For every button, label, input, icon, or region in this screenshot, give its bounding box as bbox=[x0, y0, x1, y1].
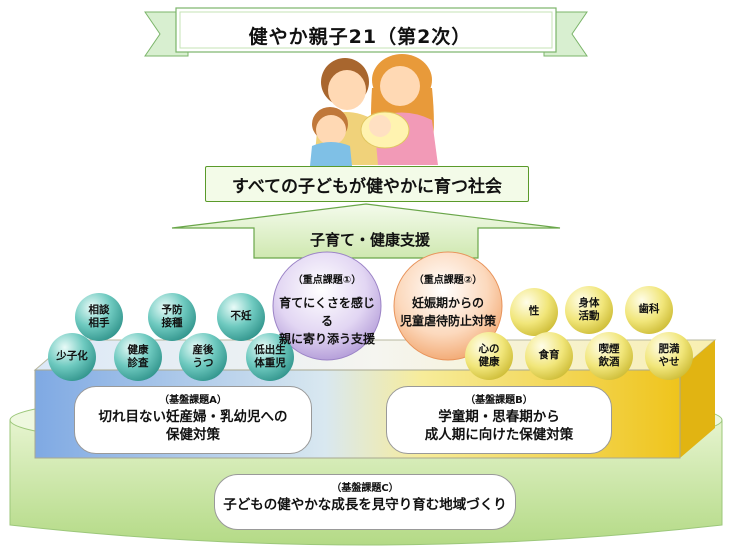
ball-label-line: 健康 bbox=[127, 344, 149, 356]
title: 健やか親子21（第2次） bbox=[248, 26, 472, 48]
basis-b-line2: 成人期に向けた保健対策 bbox=[424, 427, 574, 443]
goal-text: すべての子どもが健やかに育つ社会 bbox=[231, 176, 503, 197]
priority-1-circle bbox=[272, 251, 382, 361]
ball-label-line: 歯科 bbox=[638, 303, 660, 315]
ball-kitsuen bbox=[585, 332, 633, 380]
ball-label-line: 低出生 bbox=[254, 344, 286, 356]
ball-sei bbox=[510, 288, 558, 336]
priority-2-line1: 妊娠期からの bbox=[411, 296, 484, 310]
ball-label-shokuiku: 食育 bbox=[524, 349, 574, 362]
ball-label-line: 性 bbox=[528, 305, 540, 317]
ball-label-line: 少子化 bbox=[56, 350, 88, 362]
basis-a-line2: 保健対策 bbox=[166, 427, 220, 443]
ball-label-line: 相談 bbox=[88, 304, 110, 316]
priority-2-circle bbox=[393, 251, 503, 361]
priority-1-line1: 育てにくさを感じる bbox=[279, 296, 375, 328]
ball-label-shoushika: 少子化 bbox=[47, 350, 97, 363]
ball-label-line: やせ bbox=[658, 356, 680, 368]
ball-label-kokoro: 心の 健康 bbox=[464, 343, 514, 369]
ball-label-line: うつ bbox=[192, 357, 214, 369]
ball-label-line: 喫煙 bbox=[598, 343, 620, 355]
ball-label-line: 身体 bbox=[578, 297, 600, 309]
basis-b-box: （基盤課題B） 学童期・思春期から 成人期に向けた保健対策 bbox=[386, 386, 612, 454]
goal-box: すべての子どもが健やかに育つ社会 bbox=[205, 166, 529, 202]
ball-label-sango-utsu: 産後 うつ bbox=[178, 344, 228, 370]
ball-label-line: 体重児 bbox=[254, 357, 286, 369]
ball-label-line: 肥満 bbox=[658, 343, 680, 355]
ball-label-line: 診査 bbox=[127, 357, 149, 369]
basis-c-tag: （基盤課題C） bbox=[331, 483, 399, 494]
ball-label-shintai-katsudou: 身体 活動 bbox=[564, 297, 614, 323]
ball-label-line: 心の bbox=[478, 343, 500, 355]
ball-funin bbox=[217, 293, 265, 341]
priority-1-label: （重点課題①） 育てにくさを感じる 親に寄り添う支援 bbox=[275, 272, 379, 348]
ball-label-line: 接種 bbox=[161, 317, 183, 329]
ball-label-line: 産後 bbox=[192, 344, 214, 356]
ball-label-sei: 性 bbox=[509, 305, 559, 318]
ball-sango-utsu bbox=[179, 333, 227, 381]
ball-label-funin: 不妊 bbox=[216, 310, 266, 323]
ball-shika bbox=[625, 286, 673, 334]
priority-1-tag: （重点課題①） bbox=[292, 275, 362, 286]
ball-shoushika bbox=[48, 333, 96, 381]
basis-a-box: （基盤課題A） 切れ目ない妊産婦・乳幼児への 保健対策 bbox=[74, 386, 312, 454]
priority-2-line2: 児童虐待防止対策 bbox=[399, 314, 496, 328]
ball-label-teishusshou: 低出生 体重児 bbox=[245, 344, 295, 370]
basis-c-box: （基盤課題C） 子どもの健やかな成長を見守り育む地域づくり bbox=[214, 474, 516, 530]
support-arrow-label: 子育て・健康支援 bbox=[309, 231, 430, 249]
title-banner bbox=[144, 7, 588, 57]
ball-label-line: 健康 bbox=[478, 356, 500, 368]
basis-a-line1: 切れ目ない妊産婦・乳幼児への bbox=[98, 409, 288, 425]
ball-soudan bbox=[75, 293, 123, 341]
ball-teishusshou bbox=[246, 333, 294, 381]
ball-label-line: 活動 bbox=[578, 310, 600, 322]
ball-label-line: 不妊 bbox=[230, 310, 252, 322]
ball-label-shika: 歯科 bbox=[624, 303, 674, 316]
ball-shokuiku bbox=[525, 332, 573, 380]
priority-2-label: （重点課題②） 妊娠期からの 児童虐待防止対策 bbox=[396, 272, 500, 330]
ball-kenkou-shinsa bbox=[114, 333, 162, 381]
ball-label-line: 飲酒 bbox=[598, 356, 620, 368]
priority-1-line2: 親に寄り添う支援 bbox=[278, 332, 375, 346]
ball-label-soudan: 相談 相手 bbox=[74, 304, 124, 330]
basis-c-line1: 子どもの健やかな成長を見守り育む地域づくり bbox=[223, 497, 507, 513]
ball-label-yobou: 予防 接種 bbox=[147, 304, 197, 330]
ball-yobou bbox=[148, 293, 196, 341]
basis-b-tag: （基盤課題B） bbox=[465, 395, 533, 406]
ball-label-kenkou-shinsa: 健康 診査 bbox=[113, 344, 163, 370]
ball-label-himan: 肥満 やせ bbox=[644, 343, 694, 369]
ball-label-kitsuen: 喫煙 飲酒 bbox=[584, 343, 634, 369]
ball-shintai-katsudou bbox=[565, 286, 613, 334]
ball-kokoro bbox=[465, 332, 513, 380]
ball-label-line: 食育 bbox=[538, 349, 560, 361]
ball-label-line: 相手 bbox=[88, 317, 110, 329]
ball-label-line: 予防 bbox=[161, 304, 183, 316]
basis-a-tag: （基盤課題A） bbox=[159, 395, 227, 406]
support-arrow bbox=[171, 203, 561, 259]
basis-b-line1: 学童期・思春期から bbox=[438, 409, 560, 425]
ball-himan bbox=[645, 332, 693, 380]
family-illustration bbox=[310, 54, 438, 166]
priority-2-tag: （重点課題②） bbox=[413, 275, 483, 286]
